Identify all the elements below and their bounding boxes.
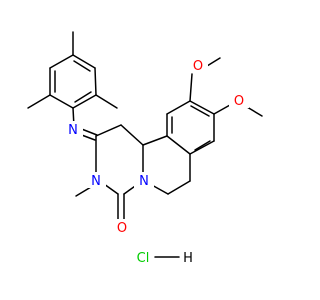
bond (74, 91, 92, 103)
molecule-structure-svg: O O N N N O Cl H (27, 31, 263, 266)
bond (103, 183, 119, 195)
bond (194, 140, 211, 151)
bonds (27, 31, 263, 258)
bond (72, 94, 97, 109)
bond (72, 54, 96, 69)
atom-labels: O O N N N O Cl H (63, 57, 249, 266)
atom-label-o-methoxy-right: O (234, 94, 244, 109)
bond (95, 94, 118, 109)
atom-label-o-methoxy-top: O (193, 59, 203, 74)
atom-label-o-carbonyl: O (117, 221, 127, 236)
bond (189, 73, 193, 102)
bond (166, 100, 191, 115)
bond (142, 135, 168, 146)
bond (49, 94, 74, 109)
bond (189, 100, 215, 115)
bond (246, 106, 263, 117)
bond (206, 57, 221, 67)
bond (166, 135, 191, 155)
bond (27, 94, 51, 109)
bond (167, 180, 191, 195)
bond (189, 140, 215, 155)
atom-label-chlorine: Cl (137, 251, 150, 266)
atom-label-n-ring: N (139, 174, 149, 189)
bond (213, 104, 231, 115)
bond (73, 60, 91, 72)
bond (95, 124, 122, 137)
atom-label-hydrogen: H (183, 251, 193, 266)
molecule-canvas: O O N N N O Cl H (27, 31, 263, 266)
bond (49, 54, 74, 69)
atom-label-n-methyl: N (91, 174, 101, 189)
atom-label-n-imine: N (68, 123, 78, 138)
bond (190, 105, 210, 117)
bond (120, 124, 144, 146)
bond (94, 67, 97, 96)
